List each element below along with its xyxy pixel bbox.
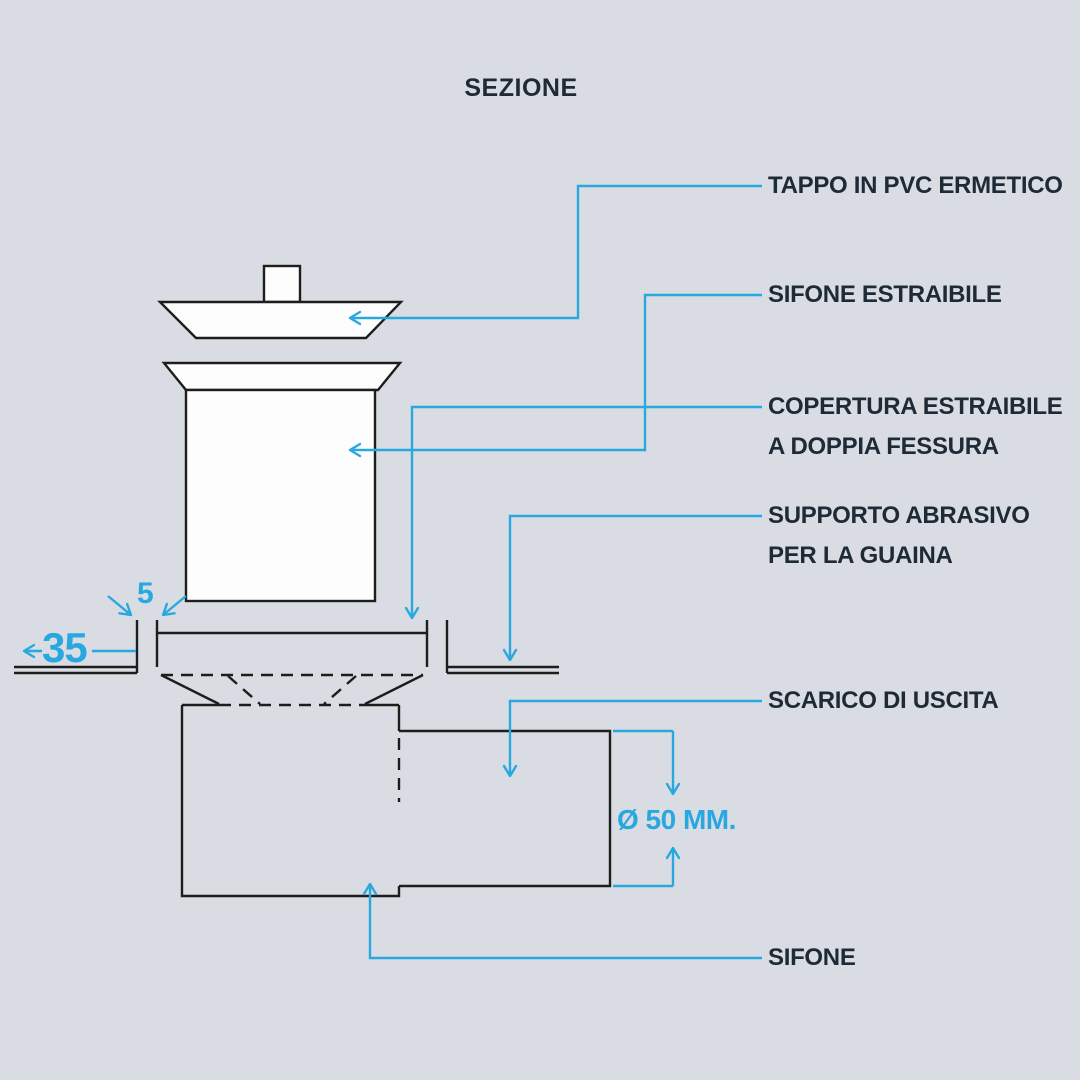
leader-sifone [362, 882, 762, 960]
label-scarico: SCARICO DI USCITA [768, 687, 999, 714]
dimension-5-text: 5 [137, 577, 154, 610]
membrane-lines [14, 665, 559, 675]
body-outline [180, 705, 401, 898]
dim-5-left-arrow [107, 595, 133, 617]
drain-body-drawing [160, 673, 424, 898]
leader-lines [348, 184, 762, 960]
siphon-cup-drawing [161, 361, 403, 603]
outlet-pipe-drawing [399, 729, 612, 888]
dim-5-right-arrow [161, 595, 187, 617]
funnel-outer-lines [160, 673, 424, 706]
frame-lip-lines [135, 620, 449, 673]
label-sifone: SIFONE [768, 944, 856, 971]
label-supporto-line-1: SUPPORTO ABRASIVO [768, 502, 1030, 529]
label-supporto-line-2: PER LA GUAINA [768, 542, 953, 569]
leader-scarico [502, 699, 762, 778]
cup-rim-shape [161, 361, 403, 392]
funnel-hidden-lines [227, 675, 357, 705]
diagram-title: SEZIONE [464, 74, 578, 102]
cap-body-shape [157, 300, 404, 340]
label-supporto: SUPPORTO ABRASIVO PER LA GUAINA [768, 496, 1030, 576]
label-copertura-line-2: A DOPPIA FESSURA [768, 433, 999, 460]
dimension-diameter-text: Ø 50 MM. [617, 804, 736, 835]
leader-sifone-estraibile [348, 293, 762, 458]
pvc-cap-drawing [157, 264, 404, 340]
label-copertura-line-1: COPERTURA ESTRAIBILE [768, 393, 1063, 420]
cap-knob-shape [262, 264, 302, 304]
floor-frame-drawing [14, 620, 559, 677]
label-tappo-pvc: TAPPO IN PVC ERMETICO [768, 172, 1063, 199]
dimension-35-text: 35 [42, 624, 88, 671]
leader-copertura [404, 405, 762, 620]
dimension-lines [22, 595, 681, 888]
cup-body-shape [184, 388, 377, 603]
leader-tappo [348, 184, 762, 326]
label-copertura: COPERTURA ESTRAIBILE A DOPPIA FESSURA [768, 387, 1063, 467]
leader-supporto [502, 514, 762, 662]
dim-50-extension-lines [613, 729, 673, 888]
pipe-outline [399, 729, 612, 888]
label-sifone-estraibile: SIFONE ESTRAIBILE [768, 281, 1002, 308]
